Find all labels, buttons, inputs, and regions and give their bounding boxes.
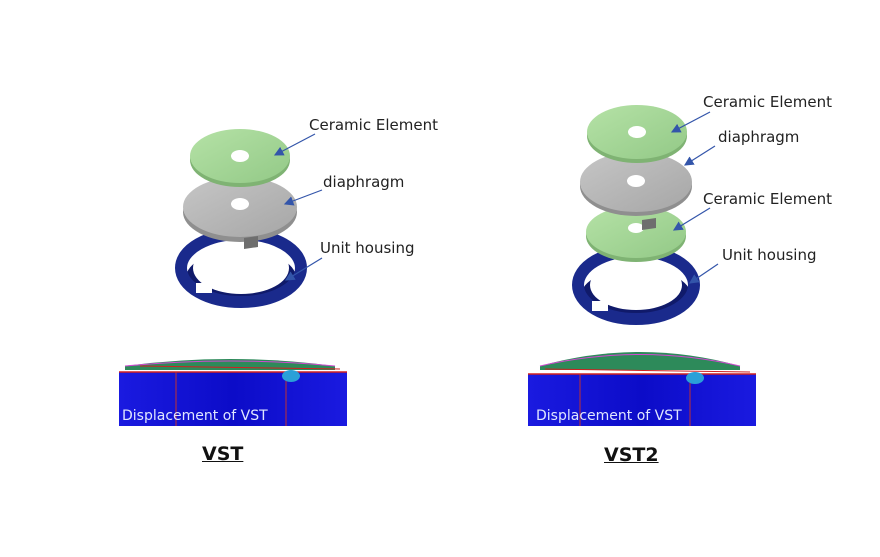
vst-displacement-sim: [119, 359, 347, 426]
vst2-diaphragm: [580, 152, 692, 216]
vst2-caption: VST2: [604, 444, 659, 466]
vst2-unit-housing: [572, 245, 700, 325]
vst2-diaphragm-label: diaphragm: [718, 128, 800, 146]
vst-housing-arrow: [284, 257, 323, 281]
vst2-housing-arrow: [689, 263, 719, 284]
vst2-ceramic-bottom-label: Ceramic Element: [703, 190, 832, 208]
vst2-ceramic-top-label: Ceramic Element: [703, 93, 832, 111]
vst-unit-housing: [175, 228, 307, 308]
vst2-sim-label: Displacement of VST: [536, 408, 682, 424]
vst2-ceramic-element-bottom: [586, 206, 686, 262]
vst2-ceramic-element-top: [587, 105, 687, 163]
vst2-diaphragm-arrow: [683, 145, 716, 166]
vst-ceramic-element: [190, 129, 290, 187]
vst2-ceramic-top-arrow: [670, 111, 711, 133]
vst-caption: VST: [202, 443, 244, 465]
vst2-housing-label: Unit housing: [722, 246, 817, 264]
vst-diaphragm: [183, 177, 297, 249]
vst-diaphragm-arrow: [283, 189, 323, 206]
vst-diaphragm-label: diaphragm: [323, 173, 405, 191]
vst-sim-label: Displacement of VST: [122, 408, 268, 424]
vst-housing-label: Unit housing: [320, 239, 415, 257]
vst2-displacement-sim: [528, 352, 756, 426]
vst2-ceramic-bottom-arrow: [672, 207, 711, 231]
vst-ceramic-label: Ceramic Element: [309, 116, 438, 134]
vst-ceramic-arrow: [273, 133, 316, 156]
